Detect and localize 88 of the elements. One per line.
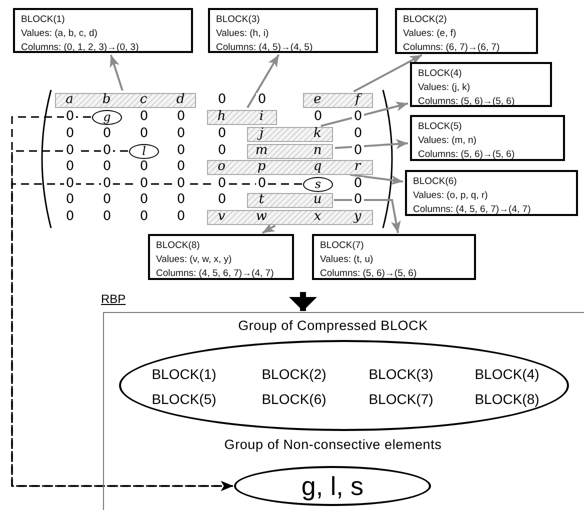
columns-text: Columns: (5, 6)→(5, 6) (320, 267, 418, 281)
matrix-entry: n (312, 142, 323, 158)
matrix-entry: w (254, 208, 268, 224)
group-ellipse: g, l, s (234, 466, 431, 506)
arrow (320, 102, 408, 127)
block-title: BLOCK(7) (320, 239, 365, 253)
values-text: Values: (a, b, c, d) (21, 27, 98, 41)
block-title: BLOCK(3) (216, 13, 261, 27)
callout-box (208, 8, 378, 53)
block-name: BLOCK(1) (150, 365, 218, 383)
block-arrow (289, 292, 317, 311)
group-heading: Group of Compressed BLOCK (237, 318, 429, 333)
matrix-entry: c (138, 92, 148, 106)
columns-text: Columns: (6, 7)→(6, 7) (403, 41, 501, 55)
callout-box (410, 115, 565, 161)
columns-text: Columns: (0, 1, 2, 3)→(0, 3) (21, 41, 140, 55)
block-name: BLOCK(2) (260, 365, 328, 383)
callout-box (13, 8, 193, 53)
columns-text: Columns: (4, 5, 6, 7)→(4, 7) (413, 203, 532, 217)
block-band (207, 160, 373, 174)
matrix-entry: e (312, 92, 322, 106)
block-name: BLOCK(8) (474, 390, 540, 408)
block-name: BLOCK(4) (474, 365, 540, 383)
arrow (350, 174, 404, 185)
callout-box (312, 234, 476, 280)
block-title: BLOCK(2) (403, 13, 448, 27)
matrix-entry: h (216, 108, 227, 124)
matrix-entry: f (353, 92, 363, 106)
callout-box (148, 234, 294, 280)
block-band (303, 92, 373, 108)
matrix-entry: m (254, 142, 269, 158)
matrix-entry: p (256, 158, 267, 174)
block-title: BLOCK(6) (413, 175, 458, 189)
block-title: BLOCK(1) (21, 13, 66, 27)
callout-box (395, 8, 538, 54)
arrow (246, 54, 280, 108)
matrix-entry: r (353, 158, 362, 174)
arrow (334, 199, 401, 234)
matrix-entry: b (101, 92, 112, 106)
block-name: BLOCK(5) (150, 390, 218, 408)
values-text: Values: (v, w, x, y) (156, 253, 233, 267)
matrix-entry: q (312, 158, 323, 174)
matrix-entry: j (256, 126, 265, 140)
group-heading: Group of Non-consective elements (223, 437, 443, 452)
block-band (247, 144, 333, 158)
matrix-entry: t (258, 192, 266, 206)
values-text: Values: (o, p, q, r) (413, 189, 489, 203)
matrix-entry: k (312, 126, 322, 140)
block-title: BLOCK(5) (418, 120, 463, 134)
matrix-entry: u (312, 192, 323, 206)
columns-text: Columns: (5, 6)→(5, 6) (418, 148, 516, 162)
block-name: BLOCK(6) (260, 390, 328, 408)
block-name: BLOCK(3) (368, 365, 434, 383)
values-text: Values: (e, f) (403, 27, 458, 41)
dashed-arrow (11, 183, 302, 491)
matrix-entry: a (64, 92, 74, 106)
block-title: BLOCK(4) (418, 67, 463, 81)
callout-box (410, 62, 552, 107)
columns-text: Columns: (4, 5)→(4, 5) (216, 41, 314, 55)
matrix-entry: o (216, 158, 226, 174)
circled-entry: s (303, 176, 333, 192)
block-band (207, 110, 277, 124)
circled-entry: l (129, 144, 159, 158)
block-band (247, 192, 333, 208)
matrix-entry: v (216, 208, 226, 224)
values-text: Values: (t, u) (320, 253, 374, 267)
values-text: Values: (h, i) (216, 27, 270, 41)
block-band (247, 126, 333, 142)
columns-text: Columns: (4, 5, 6, 7)→(4, 7) (156, 267, 275, 281)
columns-text: Columns: (5, 6)→(5, 6) (418, 95, 516, 109)
matrix-entry: i (258, 108, 265, 124)
block-title: BLOCK(8) (156, 239, 201, 253)
matrix-entry: x (312, 208, 322, 224)
block-name: BLOCK(7) (368, 390, 434, 408)
arrow (110, 54, 124, 91)
block-band (207, 210, 373, 224)
values-text: Values: (m, n) (418, 134, 478, 148)
arrow (262, 222, 276, 234)
matrix-entry: d (175, 92, 186, 106)
arrow (353, 54, 422, 92)
arrow (334, 139, 408, 150)
panel-title: RBP (101, 292, 126, 306)
values-text: Values: (j, k) (418, 81, 472, 95)
callout-box (405, 170, 578, 216)
block-band (55, 92, 196, 108)
matrix-entry: y (352, 208, 362, 224)
group-ellipse (119, 340, 569, 431)
circled-entry: g (92, 110, 122, 124)
